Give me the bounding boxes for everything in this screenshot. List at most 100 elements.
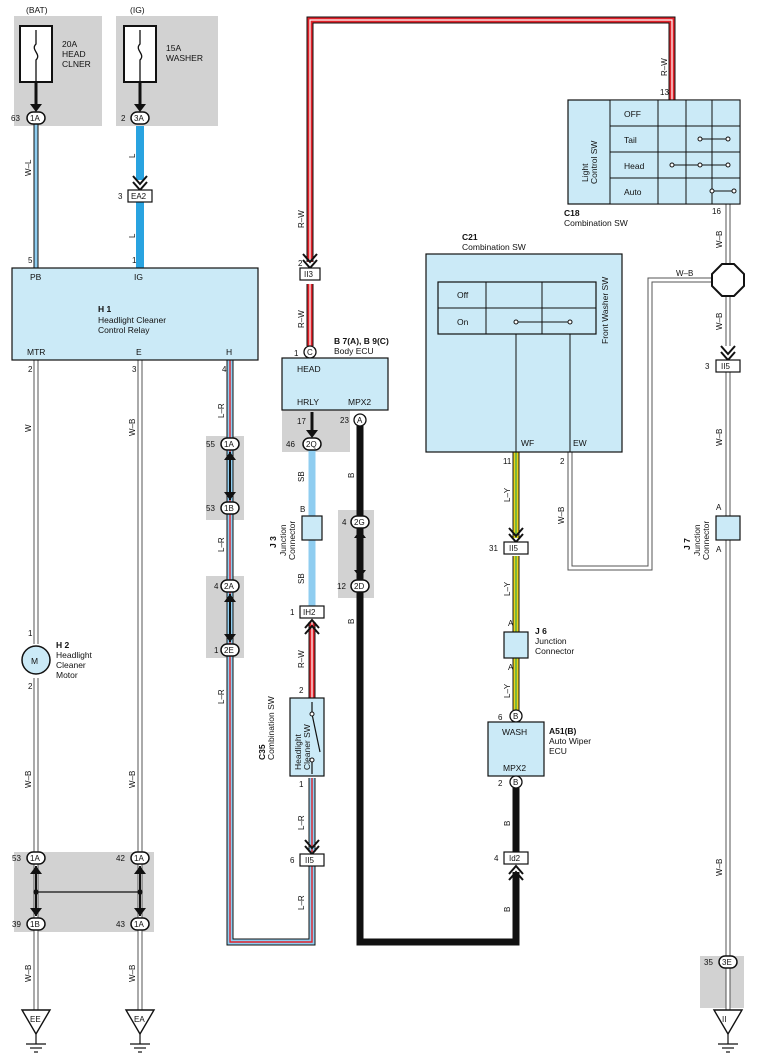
svg-text:R–W: R–W [660,58,669,76]
svg-text:II5: II5 [305,856,314,865]
oval-label: 1A [134,920,144,929]
oval-pin: 4 [214,582,219,591]
svg-text:W–B: W–B [24,771,33,788]
svg-text:L: L [128,233,137,238]
svg-text:OFF: OFF [624,109,641,119]
svg-text:L–R: L–R [297,815,306,830]
svg-text:IH2: IH2 [303,608,316,617]
svg-text:C21: C21 [462,232,478,242]
svg-text:2: 2 [560,457,565,466]
svg-text:Headlight Cleaner: Headlight Cleaner [98,315,166,325]
svg-text:W–B: W–B [715,429,724,446]
connector-ii5-6: II5 6 [290,839,325,867]
oval-pin: 53 [206,504,215,513]
motor-h2: 1 M 2 H 2 Headlight Cleaner Motor [21,629,93,691]
fuse-rating: 20A [62,39,77,49]
svg-text:13: 13 [660,88,669,97]
fuse-head-clner: (BAT) 20A HEAD CLNER [19,5,91,112]
junction-j6: A A J 6 Junction Connector [503,619,574,672]
oval-pin: 1 [214,646,219,655]
connector-ih2: IH2 1 [290,605,325,635]
svg-text:B 7(A), B 9(C): B 7(A), B 9(C) [334,336,389,346]
svg-text:R–W: R–W [297,210,306,228]
svg-text:1: 1 [132,256,137,265]
auto-wiper-ecu-a51: 6 B WASH MPX2 2 B A51(B) Auto Wiper ECU [487,709,591,789]
svg-text:R–W: R–W [297,310,306,328]
svg-text:PB: PB [30,272,42,282]
svg-text:MPX2: MPX2 [348,397,371,407]
svg-text:IG: IG [134,272,143,282]
svg-text:L–R: L–R [297,895,306,910]
svg-text:3: 3 [132,365,137,374]
svg-text:2: 2 [299,686,304,695]
svg-text:6: 6 [498,713,503,722]
svg-text:W–B: W–B [24,965,33,982]
fuse-name: HEAD [62,49,86,59]
svg-text:II3: II3 [304,270,313,279]
oval-1A-63: 1A 63 [11,111,46,125]
svg-text:Combination SW: Combination SW [266,696,276,760]
svg-text:Cleaner SW: Cleaner SW [302,724,312,770]
svg-text:Front Washer SW: Front Washer SW [600,277,610,344]
svg-text:Cleaner: Cleaner [56,660,86,670]
oval-label: 2Q [306,440,317,449]
svg-text:1: 1 [290,608,295,617]
svg-text:MPX2: MPX2 [503,763,526,773]
svg-text:H 1: H 1 [98,304,112,314]
svg-text:1: 1 [294,349,299,358]
connector-id2: Id2 4 [494,851,529,881]
supply-label: (BAT) [26,5,48,15]
svg-text:SB: SB [297,573,306,584]
svg-text:A: A [508,619,514,628]
svg-text:L–Y: L–Y [503,487,512,502]
wire-labels: W–L L L R–W R–W R–W R–W W W–B W–B W–B W–… [24,58,724,982]
svg-text:II5: II5 [509,544,518,553]
svg-text:W–B: W–B [715,313,724,330]
ground-label: II [722,1015,726,1024]
svg-text:EW: EW [573,438,587,448]
oval-label: 2G [354,518,365,527]
svg-text:B: B [347,619,356,624]
svg-text:Headlight: Headlight [293,733,303,770]
oval-pin: 39 [12,920,21,929]
fuse-washer: (IG) 15A WASHER [123,5,203,112]
svg-text:L–Y: L–Y [503,683,512,698]
svg-text:16: 16 [712,207,721,216]
oval-pin: 43 [116,920,125,929]
oval-label: 2D [354,582,364,591]
oval-label: 2E [224,646,234,655]
svg-text:W–B: W–B [676,269,693,278]
svg-text:W–B: W–B [715,859,724,876]
svg-text:A: A [716,545,722,554]
fuse-name: CLNER [62,59,91,69]
svg-text:W–B: W–B [715,231,724,248]
oval-connector-2A: 2A 4 [214,579,240,602]
svg-text:Light: Light [580,163,590,182]
svg-text:B: B [347,473,356,478]
svg-text:MTR: MTR [27,347,45,357]
svg-text:B: B [513,778,518,787]
oval-connector-1A: 1A 43 [116,908,150,931]
svg-text:11: 11 [503,457,512,466]
svg-text:W: W [24,424,33,432]
svg-text:Id2: Id2 [509,854,521,863]
svg-text:J 3: J 3 [268,536,278,548]
svg-text:B: B [513,712,518,721]
svg-text:Tail: Tail [624,135,637,145]
svg-text:2: 2 [498,779,503,788]
connector-ovals: 1A551B532A42E12Q462G42D121A531B391A421A4… [12,437,738,969]
svg-text:B: B [503,821,512,826]
svg-text:Combination SW: Combination SW [564,218,628,228]
ground-label: EE [30,1015,41,1024]
svg-text:SB: SB [297,471,306,482]
oval-label: 2A [224,582,234,591]
svg-text:17: 17 [297,417,306,426]
svg-text:3: 3 [118,192,123,201]
